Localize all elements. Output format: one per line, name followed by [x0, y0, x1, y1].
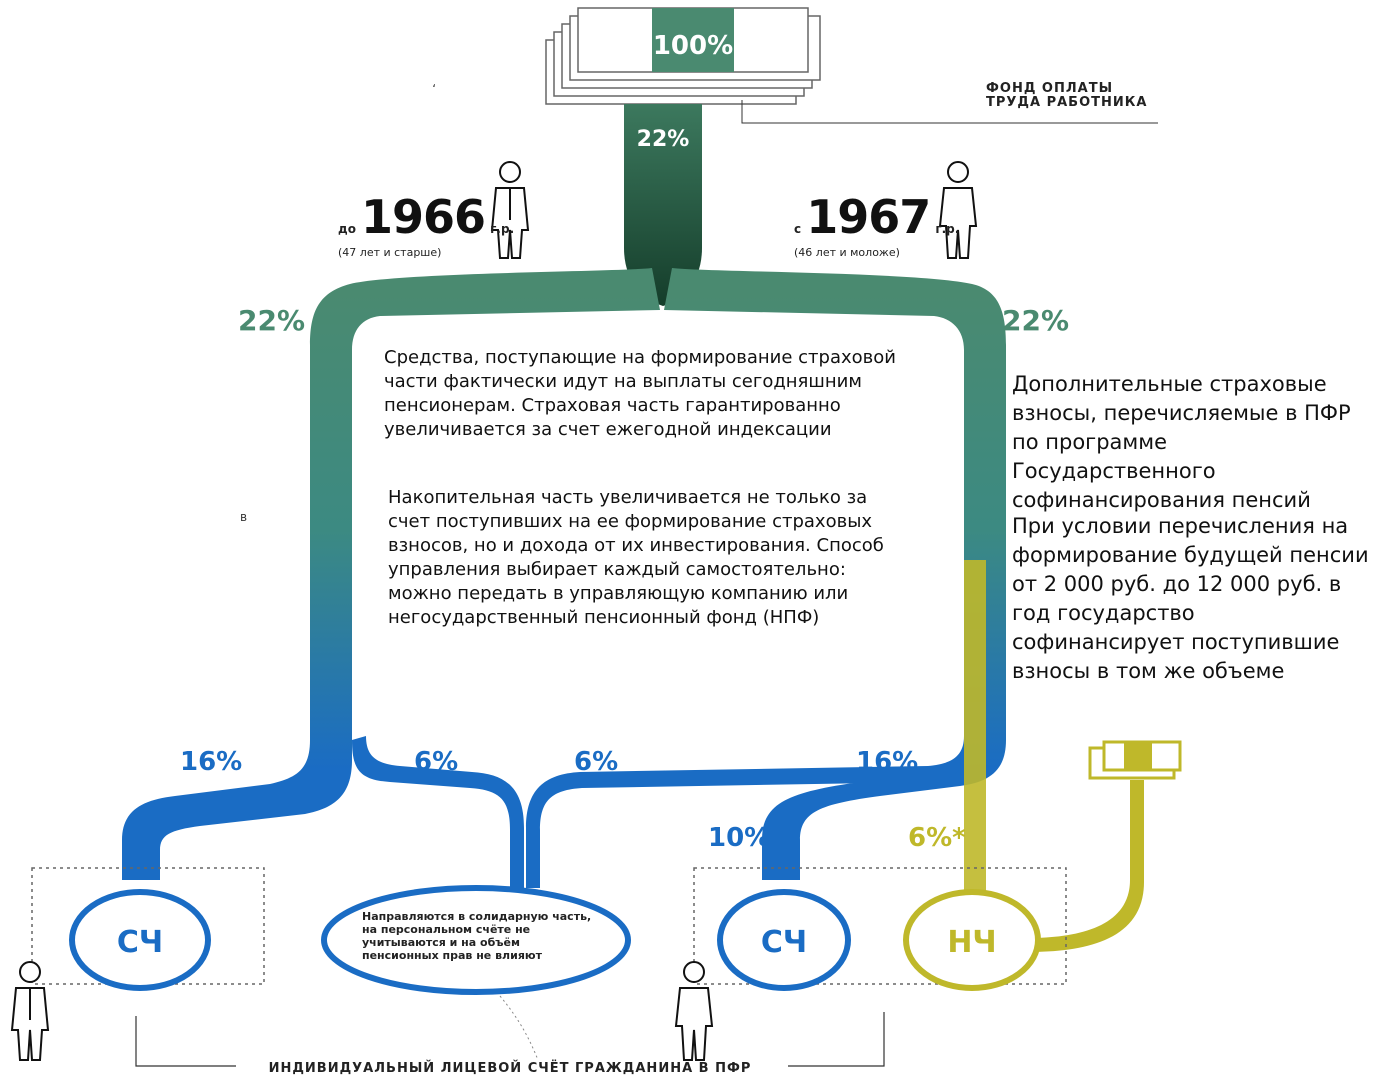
center-text-1: Средства, поступающие на формирование ст… — [384, 347, 896, 440]
stray-comma: ، — [432, 76, 436, 90]
fund-label-line2: ТРУДА РАБОТНИКА — [986, 95, 1148, 110]
right-sch-node — [717, 889, 851, 991]
mid-right-branch-flow — [526, 736, 966, 888]
yellow-banknote-icon — [1088, 740, 1182, 780]
left-branch-flow — [122, 268, 660, 880]
left-year-prefix: до — [338, 222, 356, 236]
dotted-pointer — [499, 995, 539, 1061]
top-percent: 100% — [653, 31, 733, 61]
left-16-percent: 16% — [180, 747, 242, 777]
right-account-box — [693, 867, 1067, 985]
nch-label: НЧ — [947, 925, 996, 960]
fund-label: ФОНД ОПЛАТЫ ТРУДА РАБОТНИКА — [986, 82, 1147, 110]
right-age: (46 лет и моложе) — [794, 246, 900, 259]
stray-letter: в — [240, 510, 248, 524]
banknote-stack-icon — [545, 7, 821, 105]
yellow-6-percent: 6%* — [908, 823, 966, 853]
mid-left-branch-flow — [352, 736, 524, 888]
nch-node — [903, 889, 1041, 991]
right-year-prefix: с — [794, 222, 802, 236]
trunk-flow — [624, 104, 702, 306]
left-year-label: до 1966 г.р. (47 лет и старше) — [338, 190, 514, 259]
person-suit-icon — [490, 161, 530, 259]
left-age: (47 лет и старше) — [338, 246, 442, 259]
bottom-label: ИНДИВИДУАЛЬНЫЙ ЛИЦЕВОЙ СЧЁТ ГРАЖДАНИНА В… — [269, 1060, 752, 1076]
trunk-percent: 22% — [637, 127, 690, 152]
right-22-percent: 22% — [1002, 304, 1069, 337]
mid-right-6-percent: 6% — [574, 747, 618, 777]
right-10-percent: 10% — [708, 823, 770, 853]
person-casual-icon — [674, 961, 714, 1061]
person-casual-icon — [938, 161, 978, 259]
right-16-percent: 16% — [856, 747, 918, 777]
yellow-branch-flow — [964, 560, 986, 896]
left-sch-node — [69, 889, 211, 991]
yellow-return-flow — [1028, 780, 1144, 952]
left-22-percent: 22% — [238, 304, 305, 337]
left-sch-label: СЧ — [117, 925, 163, 960]
bottom-bracket-right — [788, 1012, 885, 1067]
mid-left-6-percent: 6% — [414, 747, 458, 777]
center-text-2: Накопительная часть увеличивается не тол… — [388, 487, 884, 628]
center-card — [370, 316, 932, 756]
right-sch-label: СЧ — [761, 925, 807, 960]
right-year-suffix: г.р. — [935, 222, 960, 236]
bottom-bracket-left — [135, 1016, 236, 1067]
fund-label-connector — [741, 100, 1158, 124]
fund-label-line1: ФОНД ОПЛАТЫ — [986, 81, 1114, 96]
middle-oval-node — [321, 885, 631, 995]
right-text-2: При условии перечисления на формирование… — [1012, 514, 1369, 683]
right-year: 1967 — [806, 190, 931, 244]
middle-oval-text: Направляются в солидарную часть, на перс… — [362, 910, 592, 962]
right-text-1: Дополнительные страховые взносы, перечис… — [1012, 372, 1351, 512]
right-branch-flow — [664, 268, 1006, 880]
left-year-suffix: г.р. — [490, 222, 515, 236]
person-suit-icon — [10, 961, 50, 1061]
right-year-label: с 1967 г.р. (46 лет и моложе) — [794, 190, 959, 259]
left-year: 1966 — [361, 190, 486, 244]
